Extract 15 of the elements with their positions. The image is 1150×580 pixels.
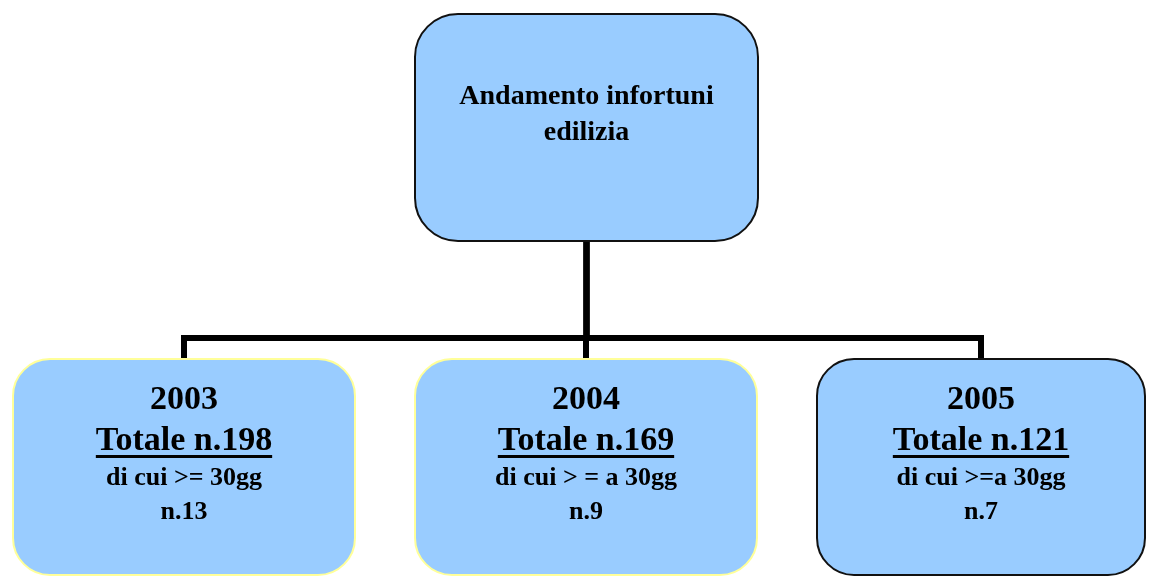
detail-text: di cui >= 30gg n.13	[105, 461, 262, 527]
total-text: Totale n.198	[95, 419, 273, 459]
total-text: Totale n.121	[892, 419, 1070, 459]
rounded-box	[414, 13, 759, 242]
year-text: 2003	[150, 378, 218, 418]
detail-text: di cui >=a 30gg n.7	[896, 461, 1066, 527]
title-text: Andamento infortuni edilizia	[458, 78, 715, 148]
year-text: 2004	[552, 378, 620, 418]
rounded-box	[12, 358, 356, 576]
rounded-box	[816, 358, 1146, 576]
rounded-box	[414, 358, 758, 576]
detail-text: di cui > = a 30gg n.9	[494, 461, 677, 527]
connector-line	[583, 242, 984, 358]
year-text: 2005	[947, 378, 1015, 418]
total-text: Totale n.169	[497, 419, 675, 459]
